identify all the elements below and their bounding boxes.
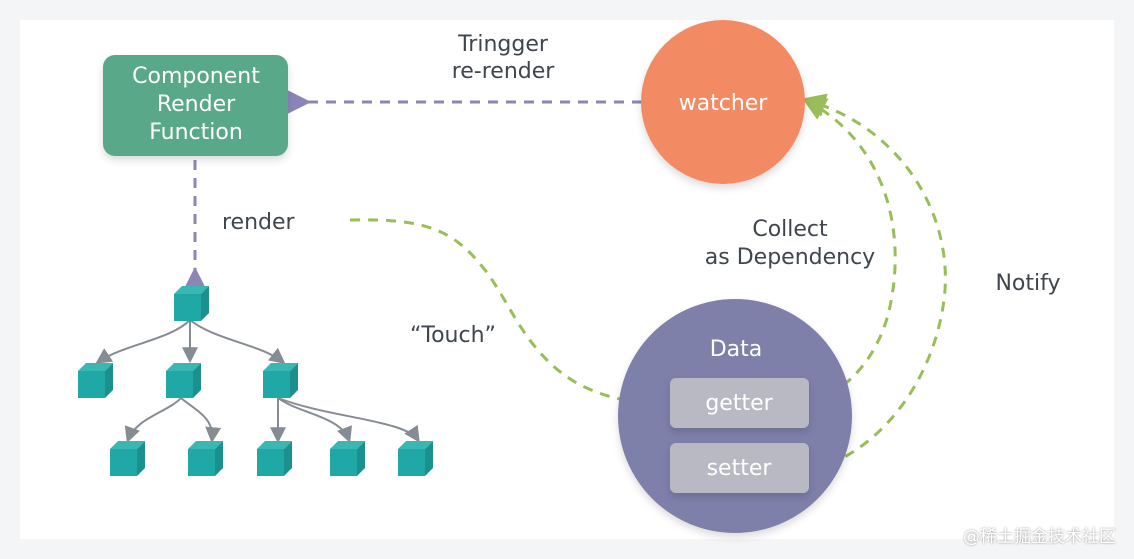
cube-icon — [166, 363, 201, 398]
tree-link-root-left — [95, 319, 191, 364]
trigger-label-line-1: Tringger — [457, 32, 549, 57]
setter-box — [670, 443, 809, 493]
setter-label: setter — [707, 456, 773, 481]
render-label: render — [222, 210, 296, 235]
data-label: Data — [710, 337, 763, 362]
cube-icon — [188, 441, 223, 476]
tree-link-middle-left — [124, 397, 182, 444]
touch-arrow — [349, 218, 675, 416]
watcher-label: watcher — [679, 91, 769, 116]
component-render-function-box — [103, 55, 288, 156]
getter-label: getter — [705, 391, 773, 416]
component-tree — [78, 286, 433, 476]
component-label-line-3: Function — [149, 120, 243, 145]
tree-link-root-right — [189, 319, 286, 364]
tree-link-middle-right — [180, 397, 222, 444]
cube-icon — [257, 441, 292, 476]
tree-link-right-3 — [277, 397, 420, 443]
collect-label-line-1: Collect — [752, 217, 828, 242]
watcher-node — [641, 20, 805, 184]
tree-link-right-2 — [277, 397, 352, 443]
cube-icon — [263, 363, 298, 398]
watermark: @稀土掘金技术社区 — [963, 527, 1116, 547]
cube-icon — [330, 441, 365, 476]
component-label-line-1: Component — [132, 64, 260, 89]
cube-icon — [174, 286, 209, 321]
getter-box — [670, 378, 809, 428]
touch-label: “Touch” — [410, 323, 496, 348]
cube-icon — [398, 441, 433, 476]
component-tree-links — [95, 319, 420, 444]
collect-label-line-2: as Dependency — [705, 245, 875, 270]
cube-icon — [110, 441, 145, 476]
trigger-label-line-2: re-render — [452, 59, 556, 84]
cube-icon — [78, 363, 113, 398]
notify-label: Notify — [995, 271, 1060, 296]
component-label-line-2: Render — [157, 92, 236, 117]
